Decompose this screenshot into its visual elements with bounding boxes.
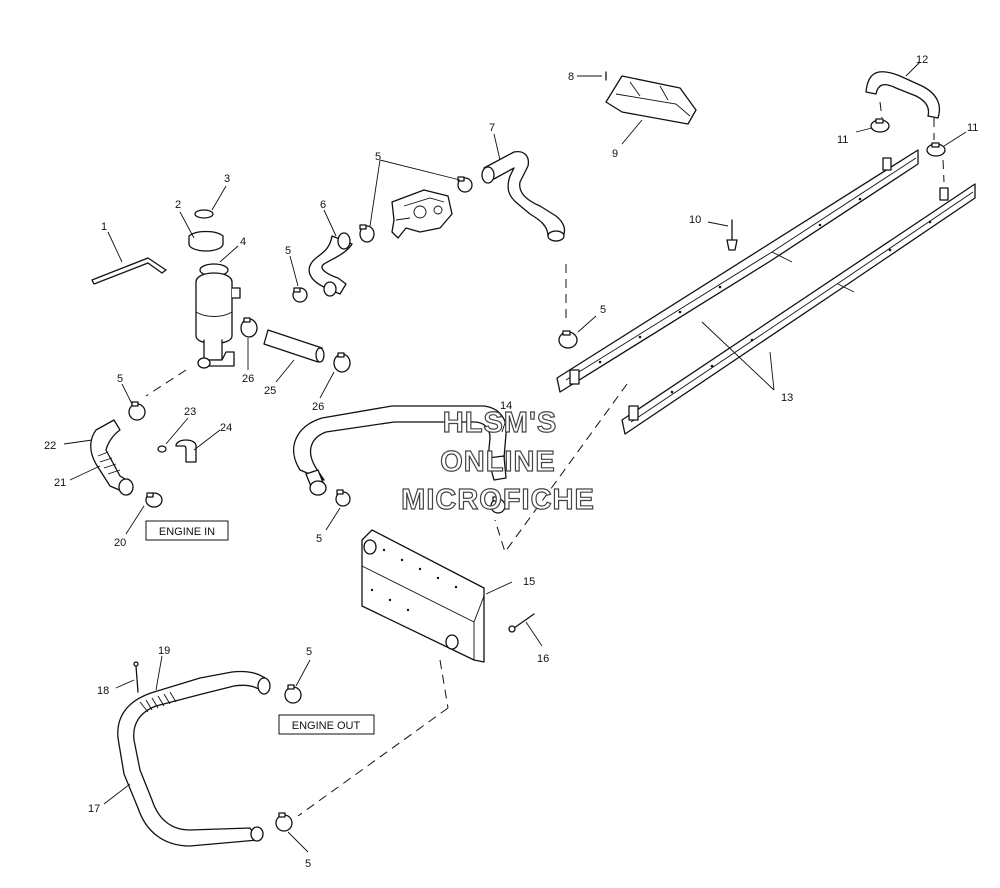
engine-in-label: ENGINE IN [145, 520, 229, 541]
callout-9: 9 [612, 148, 618, 160]
callout-21: 21 [54, 477, 66, 489]
cap-2 [188, 230, 224, 252]
bracket-24 [175, 439, 197, 463]
watermark: HLSM'S ONLINE MICROFICHE [401, 406, 595, 516]
clamp-5-hose14-left [335, 489, 351, 507]
callout-23: 23 [184, 406, 196, 418]
clamp-5-left [128, 401, 146, 421]
clamp-5-lower-b [275, 812, 293, 832]
callout-25: 25 [264, 385, 276, 397]
clamp-11-left [870, 118, 890, 133]
svg-text:HLSM'S: HLSM'S [443, 407, 557, 439]
callout-3: 3 [224, 173, 230, 185]
callout-26a: 26 [242, 373, 254, 385]
callout-20: 20 [114, 537, 126, 549]
callout-1: 1 [101, 221, 107, 233]
clamp-26-right [333, 352, 351, 373]
svg-text:MICROFICHE: MICROFICHE [401, 484, 595, 516]
engine-out-label: ENGINE OUT [278, 714, 375, 735]
callout-15: 15 [523, 576, 535, 588]
bolt-10 [726, 219, 738, 251]
callout-5c: 5 [285, 245, 291, 257]
clamp-5-pump-right [457, 176, 473, 193]
leader-lines [63, 61, 967, 853]
callout-11a: 11 [837, 134, 848, 146]
clamp-5-hose14-right [490, 496, 506, 514]
callout-5b: 5 [600, 304, 606, 316]
clamp-26-left [240, 317, 258, 338]
callout-5f: 5 [306, 646, 312, 658]
heat-exchanger-plate-15 [361, 529, 485, 663]
callout-18: 18 [97, 685, 109, 697]
callout-24: 24 [220, 422, 232, 434]
svg-text:ENGINE IN: ENGINE IN [159, 526, 215, 538]
svg-text:ENGINE OUT: ENGINE OUT [292, 720, 361, 732]
clamp-11-right [926, 142, 946, 157]
callout-13: 13 [781, 392, 793, 404]
callout-17: 17 [88, 803, 100, 815]
cover-9 [605, 75, 697, 125]
clamp-20 [145, 492, 163, 508]
heat-exchanger-channels [556, 149, 976, 435]
callout-numbers: 1 2 3 4 5 6 7 8 9 10 11 11 12 13 5 5 26 … [44, 54, 978, 870]
callout-16: 16 [537, 653, 549, 665]
fastener-16 [508, 613, 535, 633]
clamp-5-pump-left [359, 224, 375, 243]
callout-8: 8 [568, 71, 574, 83]
callout-6: 6 [320, 199, 326, 211]
callout-19: 19 [158, 645, 170, 657]
callout-26b: 26 [312, 401, 324, 413]
coolant-reservoir-4 [195, 263, 241, 369]
callout-14: 14 [500, 400, 512, 412]
svg-text:ONLINE: ONLINE [440, 446, 556, 478]
callout-7: 7 [489, 122, 495, 134]
callout-12: 12 [916, 54, 928, 66]
callout-10: 10 [689, 214, 701, 226]
callout-22: 22 [44, 440, 56, 452]
callout-4: 4 [240, 236, 246, 248]
clamp-5-hose6 [292, 287, 308, 303]
callout-5a: 5 [375, 151, 381, 163]
callout-11b: 11 [967, 122, 978, 134]
callout-2: 2 [175, 199, 181, 211]
callout-5d: 5 [117, 373, 123, 385]
callout-5g: 5 [305, 858, 311, 870]
tie-18 [133, 661, 139, 693]
water-pump [391, 189, 453, 239]
clamp-5-lower-a [284, 684, 302, 704]
callout-5e: 5 [316, 533, 322, 545]
clamp-5-upper-right [558, 330, 578, 349]
